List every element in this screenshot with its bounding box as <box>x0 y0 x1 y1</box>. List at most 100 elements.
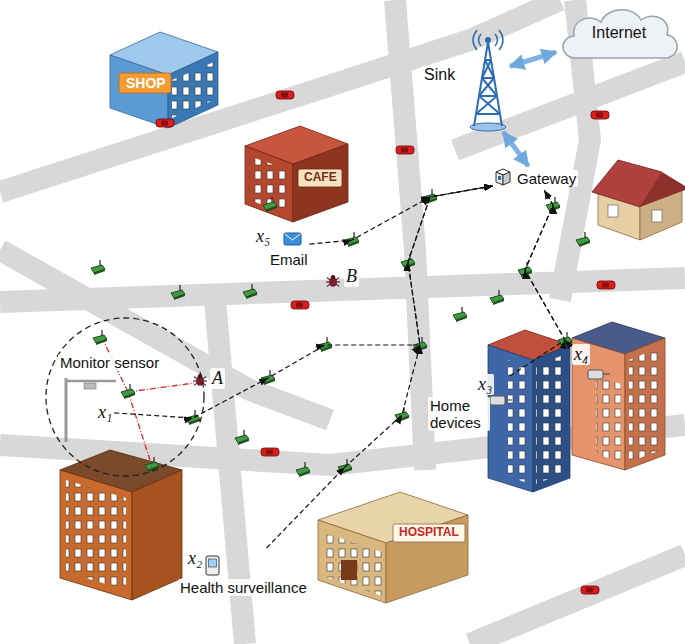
health-device-screen <box>209 559 217 567</box>
sensor-node <box>121 384 135 399</box>
gateway-box: Gateway <box>493 166 581 190</box>
node-text: x₁ <box>96 402 114 423</box>
sensor-node <box>490 290 504 305</box>
building-windows <box>596 376 621 462</box>
car <box>291 301 309 309</box>
monitor-range: x₁ Monitor sensor <box>44 316 206 478</box>
multihop-route <box>310 186 493 244</box>
node-text: x₃ <box>476 374 494 395</box>
cloud-outline <box>563 10 677 58</box>
building-front <box>572 338 625 470</box>
building-sign: HOSPITAL <box>397 526 461 540</box>
multihop-route <box>525 190 572 346</box>
hotel-side <box>132 470 182 600</box>
connectors <box>114 52 572 548</box>
gateway-light <box>498 176 501 180</box>
road <box>395 0 425 470</box>
car <box>261 448 279 456</box>
cafe-windows <box>249 156 289 214</box>
car <box>396 146 414 154</box>
monitor-link <box>128 392 150 460</box>
source-point: x₃Home devices <box>428 374 510 431</box>
email-envelope <box>284 233 301 245</box>
hospital-sign <box>393 524 465 542</box>
hospital-door <box>341 560 357 580</box>
sensor-node <box>395 407 409 422</box>
building-sign: SHOP <box>124 75 168 91</box>
gantry-sign <box>84 383 96 389</box>
building-side <box>533 345 570 492</box>
cafe-side <box>293 144 348 222</box>
email-flap <box>285 234 300 240</box>
car <box>156 119 174 127</box>
sensor-node <box>93 330 107 345</box>
attacker-label: B <box>344 266 359 287</box>
gateway-front <box>496 172 503 185</box>
malicious-node <box>193 374 207 386</box>
node-text: Home devices <box>428 397 490 432</box>
tower-strut <box>479 95 497 97</box>
sink-tower: Sink <box>420 28 510 132</box>
node-text: Monitor sensor <box>58 354 161 371</box>
sensor-node <box>576 232 590 247</box>
hospital-side <box>386 515 468 603</box>
road <box>470 555 685 644</box>
sensor-node <box>453 307 467 322</box>
backhaul-link <box>503 132 528 166</box>
tower-base <box>470 123 506 131</box>
tower-lattice <box>474 42 502 126</box>
sensor-node <box>171 285 185 300</box>
radio-wave <box>499 30 503 50</box>
hospital-front <box>318 520 386 603</box>
gantry-arm <box>66 380 116 383</box>
data-sources <box>206 233 610 575</box>
gantry-pole <box>65 378 68 442</box>
road <box>0 250 330 420</box>
hospital-windows <box>322 532 382 596</box>
building-front <box>488 345 533 492</box>
buildings <box>60 32 685 603</box>
shop-sign <box>119 73 171 93</box>
source-point: x₅Email <box>254 226 310 268</box>
home-device-cord <box>505 399 512 400</box>
radio-wave <box>495 34 498 46</box>
sensor-node <box>243 284 257 299</box>
shop-side <box>168 52 218 128</box>
multihop-route <box>114 186 493 418</box>
gateway-side <box>503 172 510 185</box>
sensor-nodes <box>91 189 590 477</box>
tower-antenna <box>485 37 491 43</box>
node-text: Internet <box>590 24 648 42</box>
hotel-front <box>60 470 132 600</box>
multihop-route <box>510 190 565 376</box>
health-device <box>206 556 219 575</box>
node-text: Email <box>268 251 310 268</box>
radio-wave <box>473 30 477 50</box>
source-point: x₂ Health surveillance <box>178 548 309 596</box>
sensor-node <box>235 430 249 445</box>
building-windows <box>508 360 530 484</box>
cafe-sign <box>298 169 342 187</box>
source-point: x₄ <box>572 344 590 365</box>
building-sign: CAFE <box>302 171 339 185</box>
house-window <box>652 210 662 222</box>
home-device <box>490 396 505 405</box>
house-roof <box>640 172 685 207</box>
cafe-front <box>245 146 293 222</box>
range-circle <box>44 316 206 478</box>
node-text: x₂ <box>186 548 204 569</box>
car <box>581 586 599 594</box>
radio-waves <box>473 30 503 50</box>
node-text: Health surveillance <box>178 579 309 596</box>
attacker-label: A <box>210 368 225 389</box>
malicious-node <box>326 275 340 287</box>
backhaul-link <box>510 52 556 66</box>
home-device-cord <box>603 373 610 374</box>
cars <box>156 91 615 594</box>
building-side <box>625 338 665 470</box>
radio-wave <box>479 34 482 46</box>
tower-strut <box>476 113 500 115</box>
